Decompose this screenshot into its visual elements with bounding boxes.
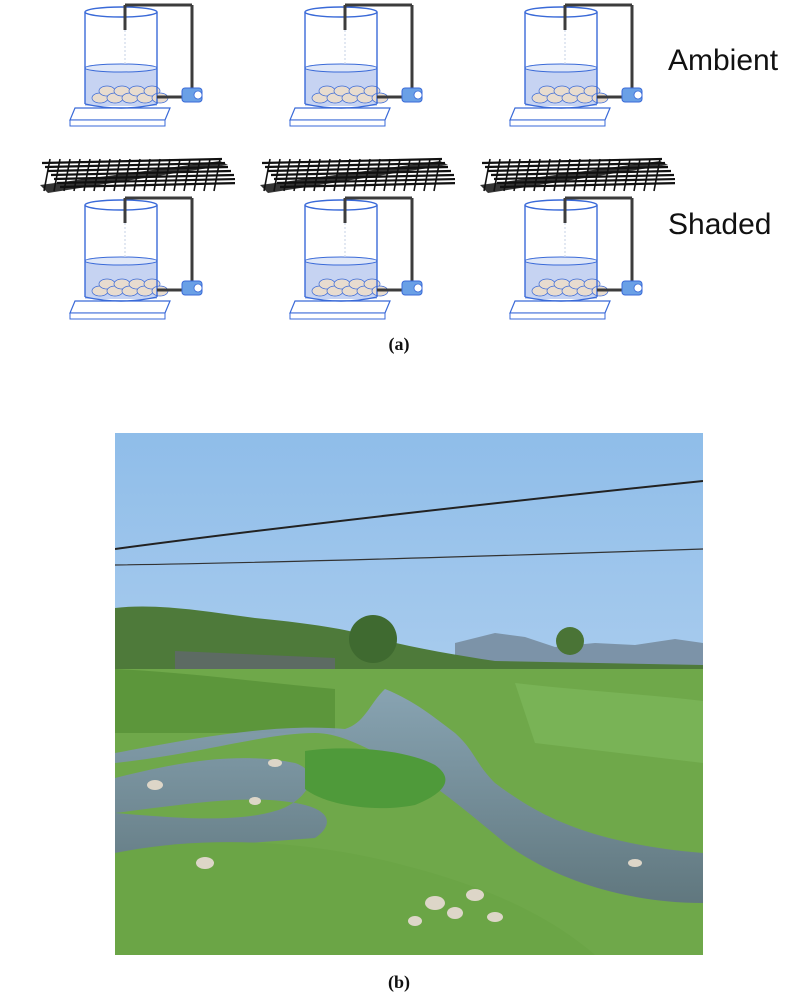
shaded-tank-rig [475, 155, 681, 325]
return-pipe [343, 3, 414, 99]
tank [289, 6, 391, 127]
power-line-lower [115, 548, 703, 566]
grass-island [305, 748, 446, 809]
foreground-grass [115, 842, 595, 955]
stone-wall [175, 651, 335, 673]
caption-b: (b) [388, 972, 410, 992]
pump-icon [621, 280, 643, 296]
return-pipe [563, 3, 634, 99]
return-pipe [123, 196, 194, 292]
ambient-tank-rig [35, 0, 235, 135]
pebbles [147, 759, 642, 926]
shaded-tank-rig [255, 155, 461, 325]
pump-icon [621, 87, 643, 103]
panel-a [0, 0, 798, 330]
shade-net [260, 157, 461, 193]
tank [69, 6, 171, 127]
return-pipe [343, 196, 414, 292]
shade-net [40, 157, 241, 193]
ambient-tank-rig [255, 0, 455, 135]
pump-icon [181, 280, 203, 296]
tank [289, 199, 391, 320]
stream-water [115, 689, 703, 903]
pump-icon [401, 280, 423, 296]
tank [509, 199, 611, 320]
tree [349, 615, 397, 663]
shaded-tank-rig [35, 155, 241, 325]
row-label-ambient: Ambient [668, 44, 779, 77]
tank [509, 6, 611, 127]
stream-photo [115, 433, 703, 955]
stream-photo-illustration [115, 433, 703, 955]
row-label-shaded: Shaded [668, 208, 772, 241]
tank [69, 199, 171, 320]
pump-icon [401, 87, 423, 103]
ambient-tank-rig [475, 0, 675, 135]
caption-a: (a) [388, 334, 410, 354]
return-pipe [563, 196, 634, 292]
shade-net [480, 157, 681, 193]
pump-icon [181, 87, 203, 103]
return-pipe [123, 3, 194, 99]
power-line-upper [115, 480, 703, 550]
